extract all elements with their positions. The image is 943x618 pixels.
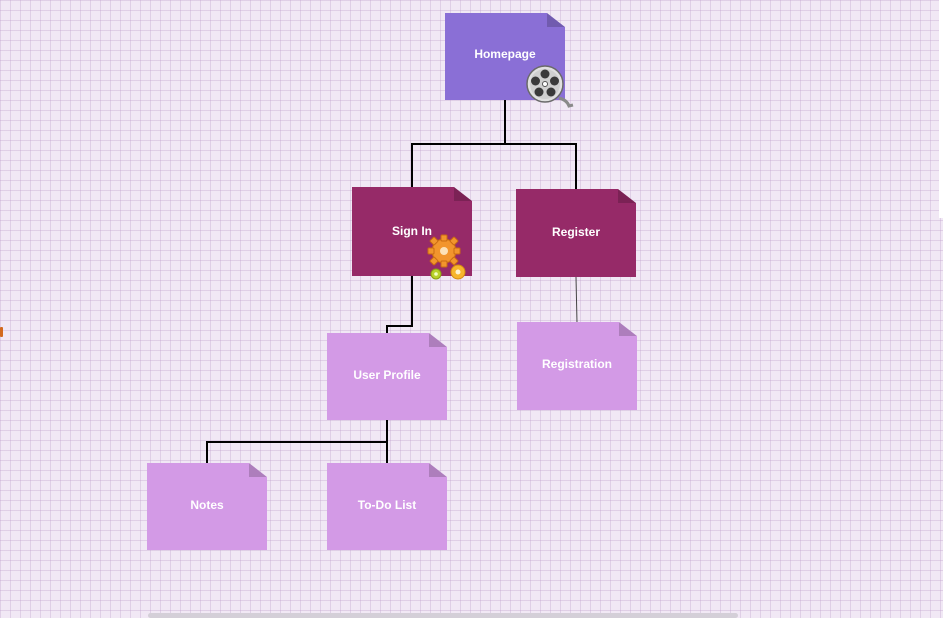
edge-homepage-signin [411, 100, 506, 188]
gears-icon [427, 234, 466, 280]
user-profile-label: User Profile [353, 367, 421, 382]
register-label: Register [551, 225, 601, 239]
todo-list-node[interactable]: To-Do List [327, 463, 447, 550]
film-reel-icon [526, 65, 574, 108]
left-edge-marker [0, 327, 3, 337]
edge-homepage-register [505, 143, 577, 189]
horizontal-scrollbar[interactable] [148, 613, 738, 618]
sign-in-label: Sign In [392, 223, 432, 238]
user-profile-node[interactable]: User Profile [327, 333, 447, 420]
vertical-scrollbar[interactable] [939, 0, 943, 218]
registration-label: Registration [541, 357, 612, 371]
edge-register-registration [575, 276, 578, 324]
edge-userprofile-notes [206, 420, 388, 463]
registration-node[interactable]: Registration [517, 322, 637, 410]
register-node[interactable]: Register [516, 189, 636, 277]
edge-signin-userprofile [386, 276, 413, 333]
notes-label: Notes [190, 497, 224, 512]
todo-list-label: To-Do List [357, 497, 417, 512]
homepage-label: Homepage [474, 46, 536, 61]
notes-node[interactable]: Notes [147, 463, 267, 550]
